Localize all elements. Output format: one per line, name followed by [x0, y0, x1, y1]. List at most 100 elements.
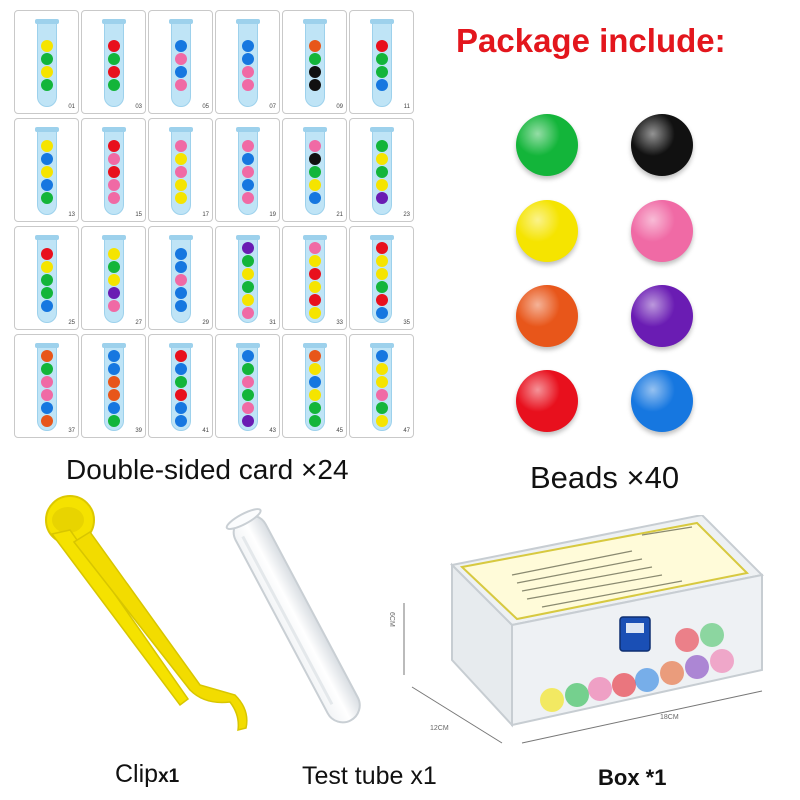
box-height-label: 6CM: [388, 612, 395, 627]
card-number: 31: [269, 320, 276, 326]
card-bead: [242, 389, 254, 401]
card-bead: [309, 350, 321, 362]
clip-label: Clipx1: [115, 760, 179, 789]
card-bead: [175, 287, 187, 299]
card-tube: [169, 127, 193, 215]
card-bead: [175, 140, 187, 152]
card-tube: [35, 19, 59, 107]
card-number: 23: [403, 212, 410, 218]
card-number: 05: [202, 104, 209, 110]
card-bead: [41, 192, 53, 204]
card-bead: [309, 166, 321, 178]
card-tube: [102, 343, 126, 431]
card-bead: [41, 179, 53, 191]
card-bead: [376, 166, 388, 178]
card-bead: [309, 307, 321, 319]
card-bead: [175, 261, 187, 273]
card-tube: [102, 127, 126, 215]
card-bead: [309, 179, 321, 191]
card-bead: [242, 53, 254, 65]
card-bead: [376, 268, 388, 280]
card-bead: [309, 268, 321, 280]
card-bead: [376, 389, 388, 401]
yellow-bead: [516, 200, 578, 262]
card-bead: [242, 294, 254, 306]
card-bead: [376, 415, 388, 427]
card-bead: [376, 66, 388, 78]
card-item: 25: [14, 226, 79, 330]
card-tube: [303, 127, 327, 215]
card-number: 43: [269, 428, 276, 434]
card-bead: [108, 40, 120, 52]
card-bead: [376, 363, 388, 375]
card-item: 31: [215, 226, 280, 330]
box-label: Box *1: [598, 765, 667, 790]
card-bead: [175, 179, 187, 191]
clip-label-text: Clip: [115, 760, 159, 788]
card-bead: [175, 248, 187, 260]
card-bead: [376, 192, 388, 204]
card-item: 43: [215, 334, 280, 438]
test-tube-image: [225, 508, 361, 724]
pink-bead: [631, 200, 693, 262]
card-bead: [41, 140, 53, 152]
card-bead: [242, 242, 254, 254]
card-item: 23: [349, 118, 414, 222]
card-bead: [175, 66, 187, 78]
card-bead: [108, 248, 120, 260]
card-item: 27: [81, 226, 146, 330]
card-number: 03: [135, 104, 142, 110]
card-item: 41: [148, 334, 213, 438]
card-number: 01: [68, 104, 75, 110]
card-bead: [309, 389, 321, 401]
card-bead: [108, 261, 120, 273]
card-bead: [309, 376, 321, 388]
card-bead: [108, 179, 120, 191]
card-bead: [309, 415, 321, 427]
card-bead: [242, 153, 254, 165]
card-bead: [41, 287, 53, 299]
clip-image: [45, 495, 248, 731]
card-bead: [242, 192, 254, 204]
card-number: 35: [403, 320, 410, 326]
test-tube-label: Test tube x1: [302, 762, 437, 790]
card-number: 27: [135, 320, 142, 326]
card-bead: [309, 53, 321, 65]
card-bead: [175, 376, 187, 388]
card-bead: [309, 153, 321, 165]
card-bead: [376, 40, 388, 52]
card-bead: [309, 363, 321, 375]
card-item: 17: [148, 118, 213, 222]
card-bead: [108, 300, 120, 312]
box-depth-label: 12CM: [430, 725, 449, 732]
package-title: Package include:: [456, 22, 726, 59]
card-bead: [175, 350, 187, 362]
card-bead: [376, 307, 388, 319]
card-bead: [41, 389, 53, 401]
card-bead: [242, 307, 254, 319]
card-number: 15: [135, 212, 142, 218]
card-bead: [242, 415, 254, 427]
card-tube: [102, 19, 126, 107]
card-bead: [309, 66, 321, 78]
card-number: 13: [68, 212, 75, 218]
card-bead: [41, 402, 53, 414]
card-item: 11: [349, 10, 414, 114]
card-tube: [303, 235, 327, 323]
card-number: 37: [68, 428, 75, 434]
card-bead: [242, 350, 254, 362]
card-number: 21: [336, 212, 343, 218]
purple-bead: [631, 285, 693, 347]
card-bead: [242, 376, 254, 388]
card-bead: [242, 402, 254, 414]
card-number: 17: [202, 212, 209, 218]
card-item: 39: [81, 334, 146, 438]
card-number: 47: [403, 428, 410, 434]
card-item: 37: [14, 334, 79, 438]
card-tube: [370, 127, 394, 215]
card-number: 41: [202, 428, 209, 434]
storage-box-image: [403, 515, 765, 744]
card-item: 45: [282, 334, 347, 438]
card-bead: [376, 376, 388, 388]
card-number: 11: [403, 104, 410, 110]
